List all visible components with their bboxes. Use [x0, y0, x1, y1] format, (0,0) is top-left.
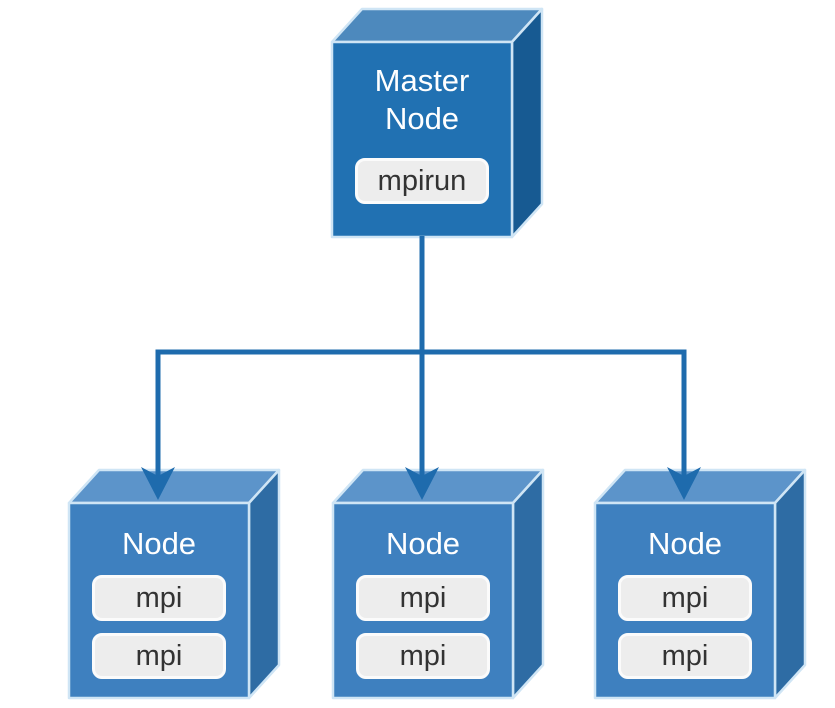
worker-node-box-3: Node mpi mpi [593, 468, 807, 700]
worker-node-label: Node [121, 526, 197, 561]
master-node-box: Master Node mpirun [330, 7, 544, 239]
mpi-process-chip: mpi [356, 633, 490, 679]
mpirun-process-chip: mpirun [355, 158, 489, 204]
cube-side-face [247, 468, 281, 700]
cube-top-face [330, 7, 544, 44]
cube-top-face [67, 468, 281, 505]
cube-side-face [773, 468, 807, 700]
worker-node-label: Node [647, 526, 723, 561]
mpi-process-chip: mpi [356, 575, 490, 621]
worker-node-box-1: Node mpi mpi [67, 468, 281, 700]
cube-side-face [511, 468, 545, 700]
cube-top-face [331, 468, 545, 505]
branch-line [155, 349, 687, 480]
mpi-process-chip: mpi [92, 575, 226, 621]
master-node-label: Master Node [374, 63, 470, 136]
mpi-process-chip: mpi [92, 633, 226, 679]
cube-top-face [593, 468, 807, 505]
mpi-process-chip: mpi [618, 633, 752, 679]
mpi-process-chip: mpi [618, 575, 752, 621]
worker-node-label: Node [385, 526, 461, 561]
cube-side-face [510, 7, 544, 239]
worker-node-box-2: Node mpi mpi [331, 468, 545, 700]
